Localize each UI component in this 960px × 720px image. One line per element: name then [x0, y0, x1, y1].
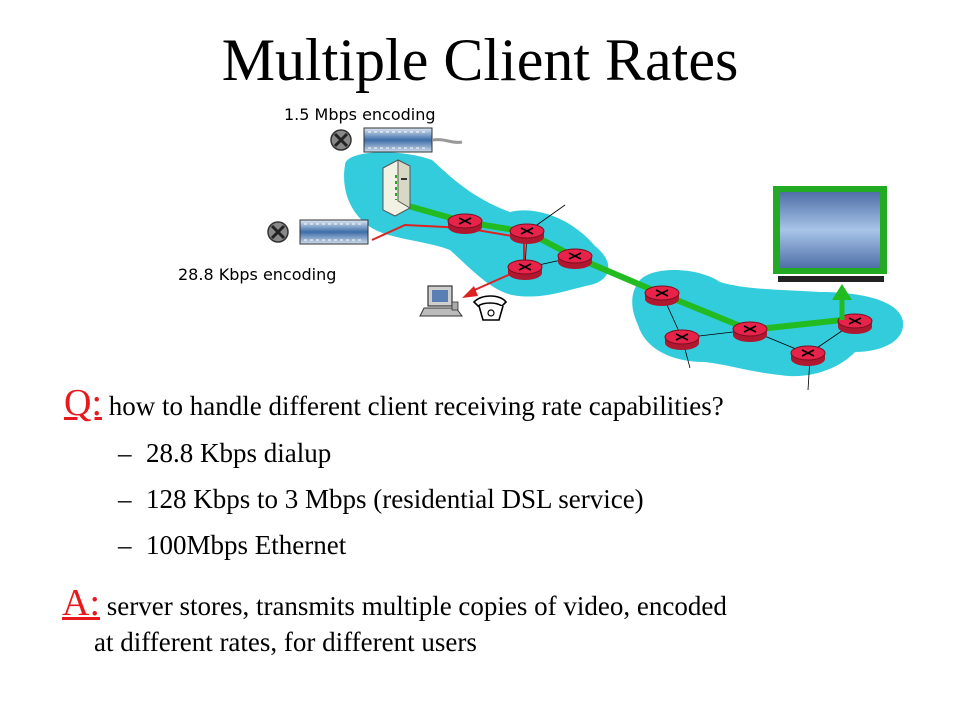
router-7 [664, 329, 700, 351]
list-item-text: 28.8 Kbps dialup [146, 438, 332, 468]
list-item: –128 Kbps to 3 Mbps (residential DSL ser… [118, 484, 644, 514]
router-4 [557, 248, 593, 270]
list-item-text: 100Mbps Ethernet [146, 530, 347, 560]
telephone-icon [472, 295, 508, 321]
monitor-arrow [832, 284, 852, 320]
list-item: –100Mbps Ethernet [118, 530, 347, 560]
question-line: Q: how to handle different client receiv… [64, 384, 924, 425]
dialup-computer-icon [419, 285, 463, 317]
low-rate-arrowhead [462, 286, 478, 298]
list-item-text: 128 Kbps to 3 Mbps (residential DSL serv… [146, 484, 644, 514]
network-diagram: 1.5 Mbps encoding 28.8 Kbps encoding [178, 105, 904, 391]
list-item: –28.8 Kbps dialup [118, 438, 332, 468]
router-6 [732, 321, 768, 343]
router-2 [509, 223, 545, 245]
film-icon-high [330, 127, 463, 153]
film-icon-low [267, 219, 369, 245]
answer-line-1: server stores, transmits multiple copies… [106, 591, 727, 621]
question-text: how to handle different client receiving… [108, 391, 724, 421]
router-5 [644, 285, 680, 307]
answer-block: A: server stores, transmits multiple cop… [62, 584, 922, 659]
router-1 [447, 213, 483, 235]
router-8 [790, 345, 826, 367]
label-high-encoding: 1.5 Mbps encoding [284, 105, 436, 124]
question-lead: Q: [64, 382, 102, 424]
monitor-icon [773, 186, 887, 282]
label-low-encoding: 28.8 Kbps encoding [178, 265, 336, 284]
answer-line-2: at different rates, for different users [94, 627, 477, 657]
slide-title: Multiple Client Rates [221, 27, 739, 93]
server-icon [382, 159, 411, 217]
router-3 [507, 259, 543, 281]
answer-lead: A: [62, 582, 100, 624]
rate-list: –28.8 Kbps dialup –128 Kbps to 3 Mbps (r… [118, 430, 644, 568]
